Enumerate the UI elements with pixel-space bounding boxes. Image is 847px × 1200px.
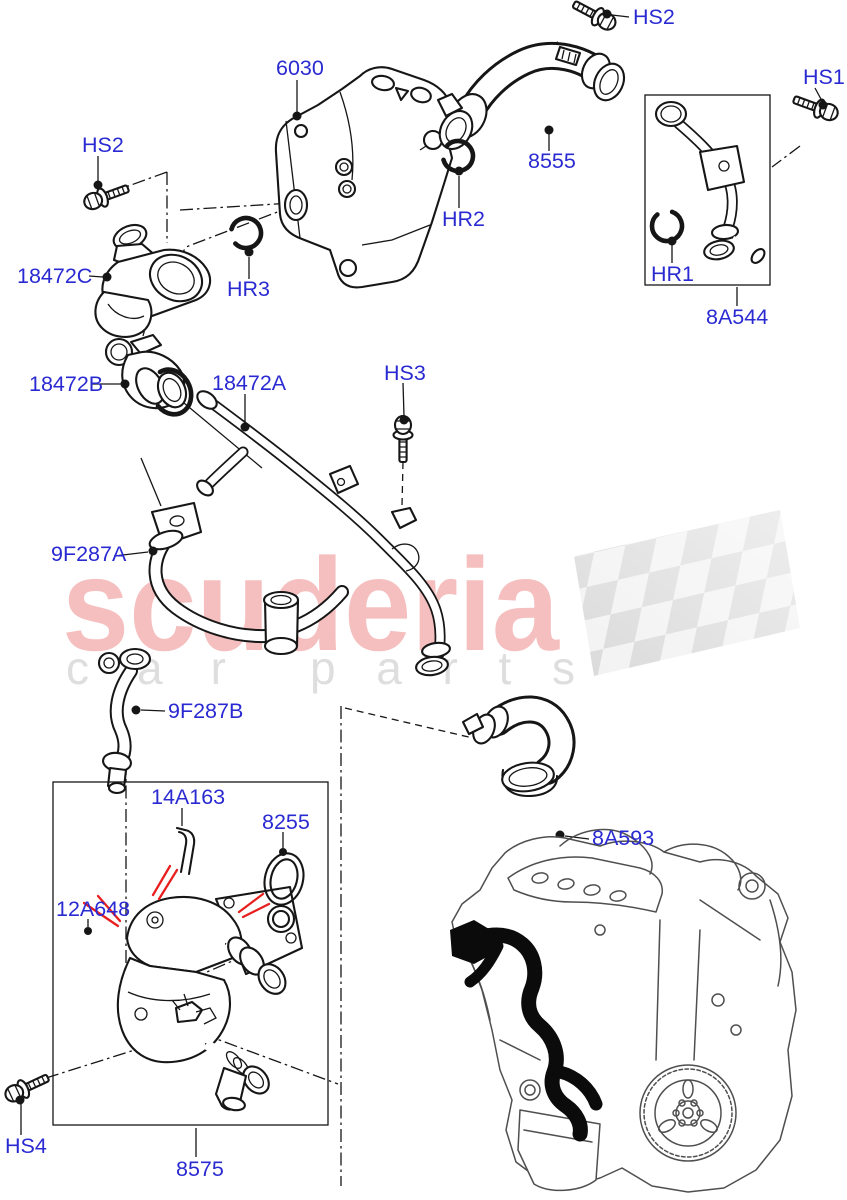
- part-label-hs2-top: HS2: [633, 5, 675, 29]
- bolt-hs2-top: [568, 0, 621, 36]
- part-label-8a593: 8A593: [592, 826, 654, 850]
- part-label-18472c: 18472C: [17, 264, 92, 288]
- part-label-8255: 8255: [262, 810, 310, 834]
- part-8575-housing: [116, 885, 304, 1112]
- part-14a163-clip: [175, 826, 196, 876]
- part-9f287b-hose: [97, 647, 152, 795]
- part-8555-hose: [436, 42, 626, 151]
- part-label-8575: 8575: [176, 1157, 224, 1181]
- part-label-hs1: HS1: [803, 65, 845, 89]
- part-label-6030: 6030: [276, 56, 324, 80]
- construction-lines: [45, 41, 801, 1186]
- bolt-hs4: [1, 1067, 53, 1107]
- part-label-8555: 8555: [528, 149, 576, 173]
- part-label-hs4: HS4: [5, 1134, 47, 1158]
- part-label-8a544: 8A544: [706, 305, 768, 329]
- clip-hr3: [228, 215, 265, 252]
- part-18472a-pipe: [196, 390, 451, 677]
- bolt-hs2-left: [80, 178, 133, 215]
- leader-lines: [15, 9, 828, 1157]
- part-label-9f287a: 9F287A: [51, 542, 127, 566]
- part-label-hr3: HR3: [227, 277, 270, 301]
- box-8575: [52, 781, 329, 1126]
- part-6030-bracket: [274, 66, 457, 289]
- bracket-nub-hs3: [390, 506, 418, 530]
- part-18472c-outlet: [94, 223, 212, 338]
- part-label-12a648: 12A648: [56, 897, 130, 921]
- part-label-hr2: HR2: [442, 207, 485, 231]
- part-label-14a163: 14A163: [151, 785, 225, 809]
- bolt-hs1: [789, 89, 842, 126]
- box-8a544: [644, 94, 771, 286]
- part-label-9f287b: 9F287B: [168, 699, 243, 723]
- part-8a544-tube: [654, 100, 766, 264]
- red-pointer-arrows: [82, 864, 271, 928]
- clip-hr1: [650, 209, 685, 244]
- part-8255-gaskets: [263, 852, 305, 934]
- part-8a593-elbow: [461, 695, 576, 798]
- part-label-18472a: 18472A: [212, 371, 287, 395]
- checkered-flag-watermark: [574, 510, 800, 676]
- part-label-hr1: HR1: [651, 262, 694, 286]
- engine-thumbnail: [450, 828, 797, 1193]
- part-label-hs3: HS3: [384, 361, 426, 385]
- part-label-hs2-left: HS2: [82, 133, 124, 157]
- part-9f287a-hose: [148, 501, 349, 656]
- part-18472b-connector: [104, 333, 194, 417]
- part-label-18472b: 18472B: [29, 372, 103, 396]
